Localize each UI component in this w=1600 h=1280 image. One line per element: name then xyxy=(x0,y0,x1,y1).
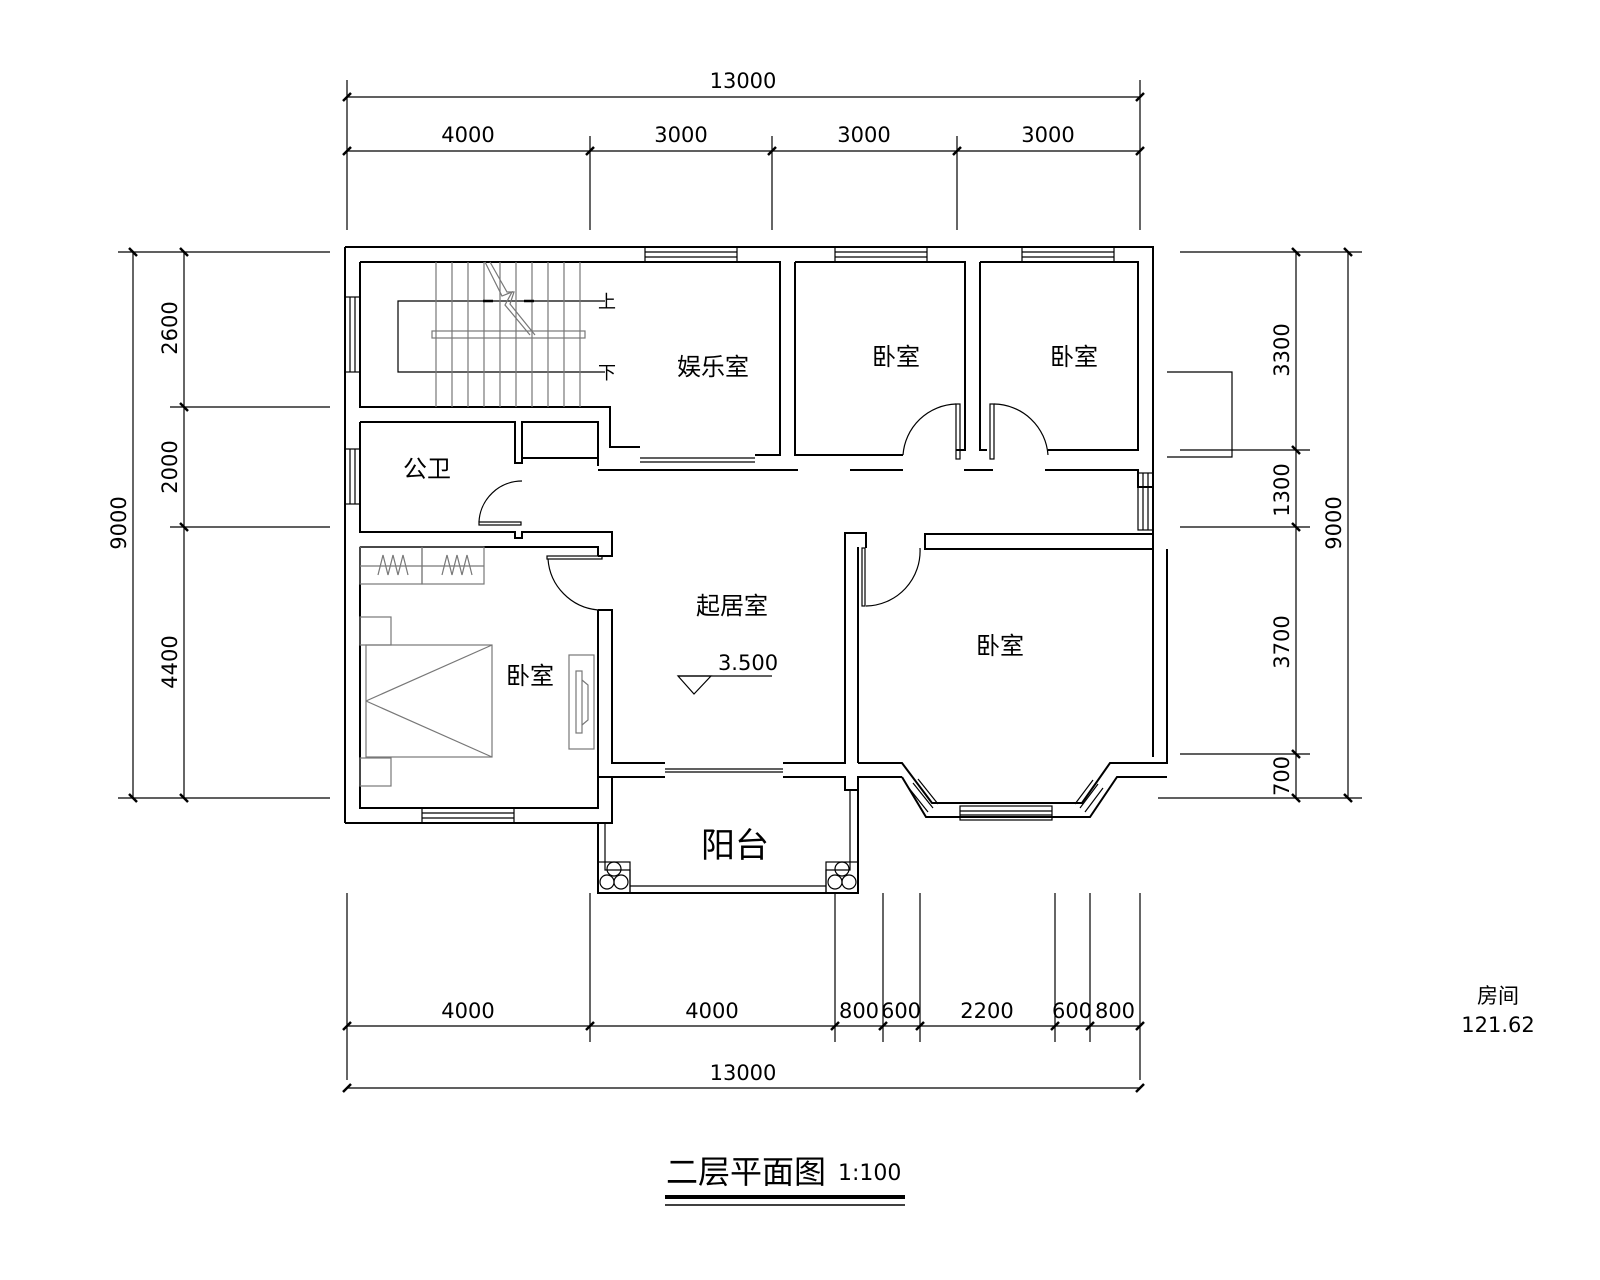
dim-right-seg-1: 3300 xyxy=(1270,323,1294,376)
level-mark: 3.500 xyxy=(676,651,778,695)
dim-bottom-seg-4: 600 xyxy=(881,999,921,1023)
room-label-living: 起居室 xyxy=(696,592,768,620)
dim-top-seg-4: 3000 xyxy=(1021,123,1074,147)
dim-top-seg-3: 3000 xyxy=(837,123,890,147)
top-dimensions: 13000 4000 3000 3000 3000 xyxy=(342,69,1145,230)
dim-bottom-seg-5: 2200 xyxy=(960,999,1013,1023)
room-labels: 娱乐室 卧室 卧室 公卫 起居室 卧室 卧室 阳台 xyxy=(403,343,1098,866)
bottom-dimensions: 4000 4000 800 600 2200 600 800 13000 xyxy=(342,893,1145,1093)
room-label-balcony: 阳台 xyxy=(701,826,769,866)
area-label: 房间 xyxy=(1477,984,1519,1008)
dim-top-seg-2: 3000 xyxy=(654,123,707,147)
windows xyxy=(344,246,1233,824)
area-value: 121.62 xyxy=(1461,1013,1534,1037)
dim-right-seg-3: 3700 xyxy=(1270,615,1294,668)
room-label-bedroom-top-right: 卧室 xyxy=(1050,343,1098,371)
room-label-bedroom-right: 卧室 xyxy=(976,632,1024,660)
stair-down-label: 下 xyxy=(598,363,616,384)
dim-bottom-seg-6: 600 xyxy=(1052,999,1092,1023)
dim-bottom-seg-1: 4000 xyxy=(441,999,494,1023)
dim-bottom-seg-3: 800 xyxy=(839,999,879,1023)
dim-left-seg-1: 2600 xyxy=(158,301,182,354)
stair-up-label: 上 xyxy=(598,292,616,313)
drawing-title: 二层平面图 xyxy=(666,1153,826,1191)
doors xyxy=(478,403,1049,773)
dim-right-seg-2: 1300 xyxy=(1270,463,1294,516)
furniture xyxy=(359,546,595,787)
dim-top-total: 13000 xyxy=(710,69,777,93)
balcony xyxy=(597,790,859,894)
staircase: 上 下 xyxy=(397,261,616,407)
dim-left-total: 9000 xyxy=(107,496,131,549)
left-dimensions: 9000 2600 2000 4400 xyxy=(107,247,330,803)
level-mark-value: 3.500 xyxy=(718,651,778,675)
drawing-title-block: 二层平面图 1:100 xyxy=(665,1153,905,1206)
drawing-scale: 1:100 xyxy=(838,1161,901,1186)
area-note: 房间 121.62 xyxy=(1461,984,1534,1037)
dim-right-total: 9000 xyxy=(1322,496,1346,549)
dim-bottom-seg-7: 800 xyxy=(1095,999,1135,1023)
dim-right-seg-4: 700 xyxy=(1270,756,1294,796)
bed xyxy=(365,644,493,758)
room-label-entertainment: 娱乐室 xyxy=(677,353,749,381)
dim-left-seg-2: 2000 xyxy=(158,440,182,493)
room-label-bedroom-left: 卧室 xyxy=(506,662,554,690)
dim-left-seg-3: 4400 xyxy=(158,635,182,688)
dim-top-seg-1: 4000 xyxy=(441,123,494,147)
room-label-bathroom: 公卫 xyxy=(403,455,451,483)
dim-bottom-seg-2: 4000 xyxy=(685,999,738,1023)
room-label-bedroom-top-mid: 卧室 xyxy=(872,343,920,371)
dim-bottom-total: 13000 xyxy=(710,1061,777,1085)
right-dimensions: 3300 1300 3700 700 9000 xyxy=(1158,247,1362,803)
